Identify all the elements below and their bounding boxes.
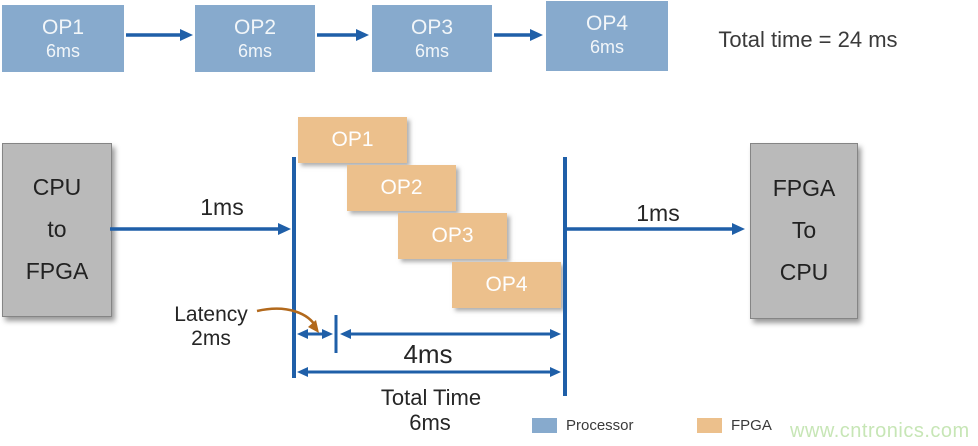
op-name: OP4 (585, 12, 629, 35)
pipeline-op2-box: OP2 (347, 165, 456, 211)
fpga-to-cpu-box: FPGA To CPU (750, 143, 858, 319)
cpu-to-fpga-line2: to (47, 216, 67, 242)
pipeline-op3-box: OP3 (398, 213, 507, 259)
total-time-value-label: 6ms (409, 410, 451, 435)
watermark-text: www.cntronics.com (790, 420, 970, 442)
latency-value-label: 2ms (191, 327, 231, 350)
transfer-out-time-label: 1ms (636, 200, 680, 226)
op-name: OP3 (410, 16, 454, 39)
sequential-total-time-label: Total time = 24 ms (718, 27, 898, 52)
fpga-to-cpu-line3: CPU (779, 259, 829, 285)
sequential-op4-box: OP4 6ms (546, 1, 668, 71)
span-4ms-arrow (340, 329, 561, 339)
op-time: 6ms (237, 41, 272, 61)
span-4ms-label: 4ms (403, 339, 453, 369)
latency-span-arrow (297, 329, 333, 339)
fpga-to-cpu-line1: FPGA (772, 175, 836, 201)
pipeline-op4-box: OP4 (452, 262, 561, 308)
cpu-to-fpga-line1: CPU (32, 174, 82, 200)
sequential-op2-box: OP2 6ms (195, 5, 315, 72)
legend-fpga-label: FPGA (731, 417, 772, 434)
pipeline-op1-box: OP1 (298, 117, 407, 163)
latency-title-label: Latency (174, 303, 248, 326)
legend-fpga-swatch (697, 418, 722, 433)
legend-processor-swatch (532, 418, 557, 433)
latency-pointer-curve (256, 307, 319, 333)
op-time: 6ms (414, 41, 449, 61)
op-time: 6ms (589, 37, 624, 57)
cpu-to-fpga-box: CPU to FPGA (2, 143, 112, 317)
cpu-to-fpga-line3: FPGA (25, 258, 89, 284)
fpga-to-cpu-line2: To (791, 217, 817, 243)
sequential-op1-box: OP1 6ms (2, 5, 124, 72)
op-time: 6ms (45, 41, 80, 61)
op-name: OP2 (233, 16, 277, 39)
transfer-in-time-label: 1ms (200, 194, 244, 220)
op-name: OP1 (41, 16, 85, 39)
total-time-title-label: Total Time (380, 385, 482, 410)
sequential-op3-box: OP3 6ms (372, 5, 492, 72)
legend-processor-label: Processor (566, 417, 634, 434)
